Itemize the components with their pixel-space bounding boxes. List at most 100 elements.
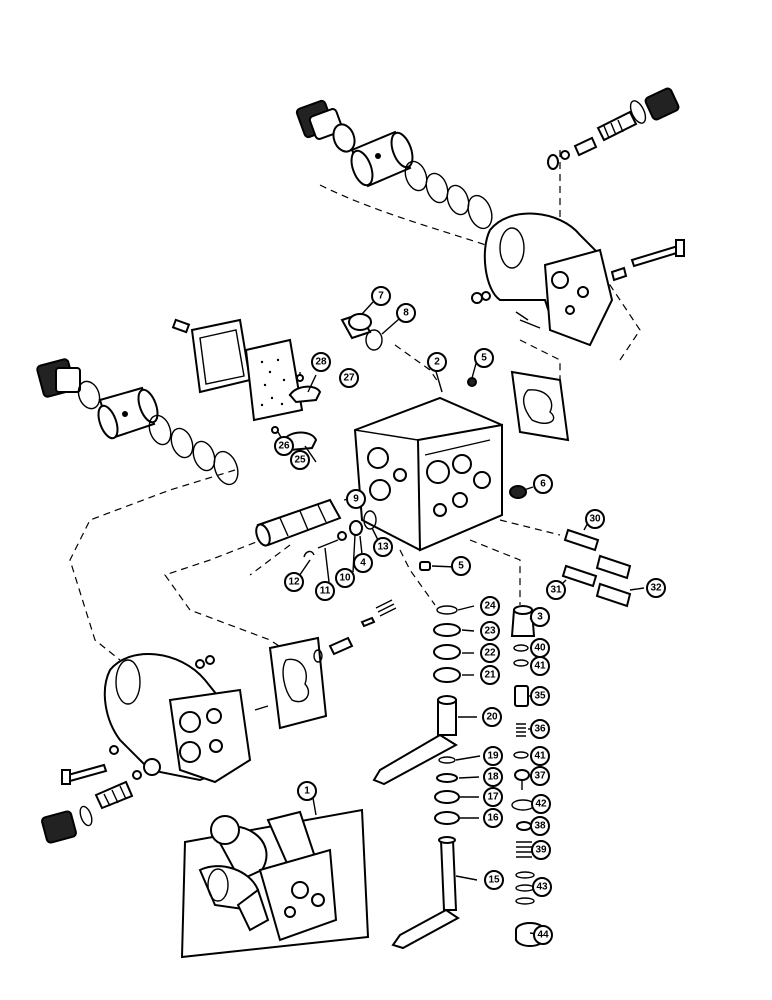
callout-10: 10: [335, 568, 355, 588]
top-relief-valve: [547, 87, 680, 170]
callout-20: 20: [482, 707, 502, 727]
callout-24: 24: [480, 596, 500, 616]
svg-text:16: 16: [487, 813, 499, 824]
cover-plate-and-gasket: [171, 318, 322, 452]
callout-19: 19: [483, 746, 503, 766]
callout-23: 23: [480, 621, 500, 641]
svg-text:7: 7: [378, 291, 384, 302]
svg-text:41: 41: [534, 751, 546, 762]
plug-and-seal: [340, 312, 383, 351]
callout-11: 11: [315, 581, 335, 601]
svg-text:18: 18: [487, 772, 499, 783]
left-gasket: [268, 636, 328, 730]
callout-13: 13: [373, 537, 393, 557]
svg-text:25: 25: [294, 455, 306, 466]
svg-text:11: 11: [320, 586, 331, 597]
callout-5-upper: 5: [474, 348, 494, 368]
callout-43: 43: [532, 877, 552, 897]
svg-text:40: 40: [534, 643, 546, 654]
lower-left-relief-assembly: [41, 745, 161, 844]
svg-text:5: 5: [481, 353, 487, 364]
main-valve-body: [353, 377, 527, 571]
lower-shaft-stack: [391, 756, 460, 950]
callout-37: 37: [530, 766, 550, 786]
svg-text:42: 42: [535, 799, 547, 810]
svg-text:9: 9: [353, 494, 359, 505]
svg-text:28: 28: [315, 357, 327, 368]
callout-17: 17: [483, 787, 503, 807]
svg-text:31: 31: [550, 585, 562, 596]
svg-text:43: 43: [536, 882, 548, 893]
svg-text:3: 3: [537, 612, 543, 623]
svg-text:38: 38: [534, 821, 546, 832]
svg-text:1: 1: [304, 786, 310, 797]
callout-2: 2: [427, 352, 447, 372]
callout-22: 22: [480, 643, 500, 663]
svg-text:32: 32: [650, 583, 662, 594]
pins-and-springs: [561, 528, 632, 608]
callout-27: 27: [339, 368, 359, 388]
callout-21: 21: [480, 665, 500, 685]
svg-text:20: 20: [486, 712, 498, 723]
callout-41-lower: 41: [530, 746, 550, 766]
callout-39: 39: [531, 840, 551, 860]
svg-text:36: 36: [534, 724, 546, 735]
inset-assembly-view: [180, 808, 370, 959]
control-spool: [255, 498, 377, 558]
callout-3: 3: [530, 607, 550, 627]
callout-32: 32: [646, 578, 666, 598]
svg-text:5: 5: [458, 561, 464, 572]
callout-9: 9: [346, 489, 366, 509]
callout-16: 16: [483, 808, 503, 828]
svg-text:19: 19: [487, 751, 499, 762]
callout-38: 38: [530, 816, 550, 836]
svg-text:23: 23: [484, 626, 496, 637]
svg-text:8: 8: [403, 308, 409, 319]
callout-41-upper: 41: [530, 656, 550, 676]
callout-31: 31: [546, 580, 566, 600]
left-plug-assembly: [36, 358, 239, 486]
callout-30: 30: [585, 509, 605, 529]
top-plug-assembly: [295, 99, 493, 230]
callout-26: 26: [274, 436, 294, 456]
callout-35: 35: [530, 686, 550, 706]
callout-7: 7: [371, 286, 391, 306]
svg-text:21: 21: [484, 670, 496, 681]
left-shaft-stack: [372, 605, 461, 786]
svg-text:39: 39: [535, 845, 547, 856]
svg-text:6: 6: [540, 479, 546, 490]
svg-text:13: 13: [377, 542, 389, 553]
callout-28: 28: [311, 352, 331, 372]
callout-40: 40: [530, 638, 550, 658]
svg-text:30: 30: [589, 514, 601, 525]
svg-text:44: 44: [537, 930, 549, 941]
svg-text:17: 17: [487, 792, 499, 803]
svg-text:4: 4: [360, 558, 366, 569]
svg-text:27: 27: [343, 373, 355, 384]
svg-text:22: 22: [484, 648, 496, 659]
callout-15: 15: [484, 870, 504, 890]
svg-text:15: 15: [488, 875, 500, 886]
svg-text:12: 12: [288, 577, 300, 588]
callout-44: 44: [533, 925, 553, 945]
callout-36: 36: [530, 719, 550, 739]
svg-text:24: 24: [484, 601, 496, 612]
callout-25: 25: [290, 450, 310, 470]
svg-text:37: 37: [534, 771, 546, 782]
callout-42: 42: [531, 794, 551, 814]
side-gasket: [510, 370, 570, 442]
callout-12: 12: [284, 572, 304, 592]
callout-18: 18: [483, 767, 503, 787]
callout-6: 6: [533, 474, 553, 494]
callout-8: 8: [396, 303, 416, 323]
svg-text:2: 2: [434, 357, 440, 368]
svg-text:41: 41: [534, 661, 546, 672]
svg-text:35: 35: [534, 691, 546, 702]
callout-1: 1: [297, 781, 317, 801]
small-spring-and-pin: [254, 599, 397, 711]
callouts: 1 2 3 4 5 5 6 7 8 9 10 11 12 13 15 16 17…: [274, 286, 666, 945]
upper-right-housing: [471, 212, 685, 347]
lower-left-housing: [103, 653, 252, 784]
callout-5-lower: 5: [451, 556, 471, 576]
